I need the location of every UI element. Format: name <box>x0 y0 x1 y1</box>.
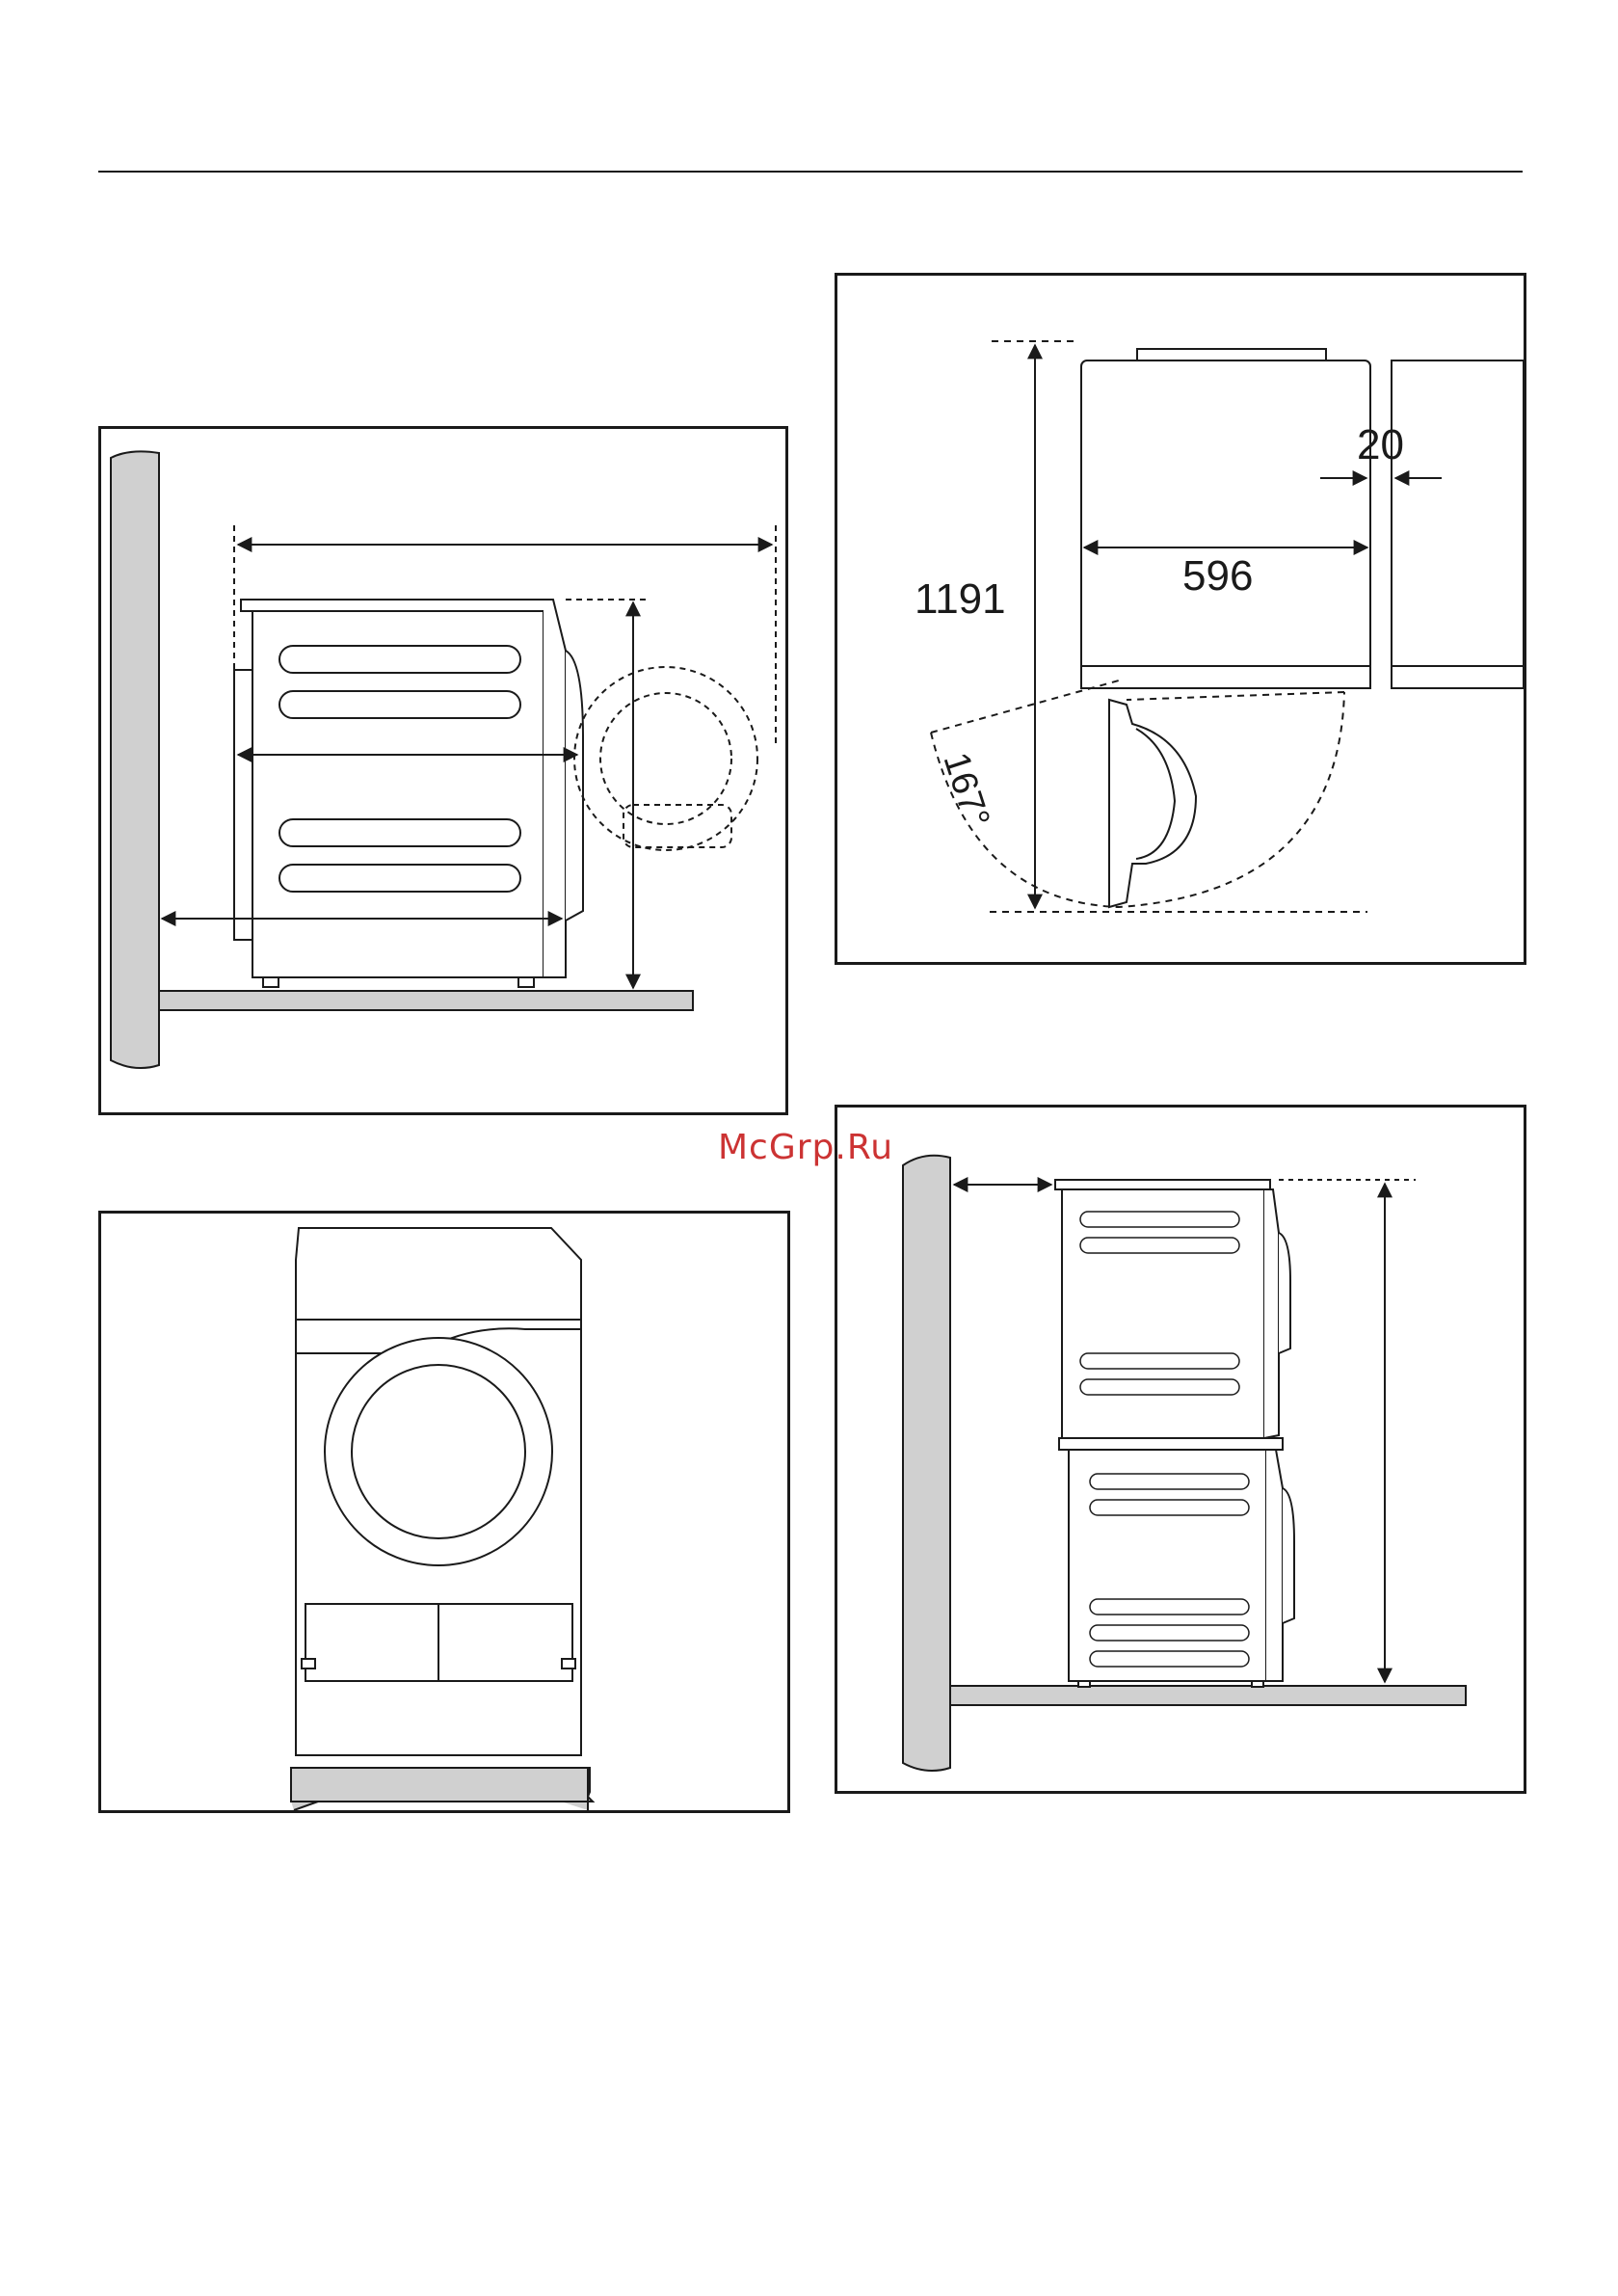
stacked-view-drawing <box>837 1108 1524 1791</box>
open-door <box>1109 700 1196 907</box>
door-handle-side <box>566 651 583 921</box>
side-view-diagram <box>98 426 788 1115</box>
top-view-diagram: 1191 596 20 167° <box>835 273 1526 965</box>
door-glass <box>352 1365 525 1538</box>
watermark: McGrp.Ru <box>718 1128 893 1167</box>
machine-front <box>544 600 566 977</box>
wall <box>111 451 159 1068</box>
floor <box>950 1686 1466 1705</box>
front-view-diagram <box>98 1211 790 1813</box>
width-label: 596 <box>1182 552 1253 600</box>
top-view-drawing: 1191 596 20 167° <box>837 276 1524 962</box>
stacked-view-diagram <box>835 1105 1526 1794</box>
floor <box>159 991 693 1010</box>
front-view-drawing <box>101 1214 787 1810</box>
machine-top <box>296 1228 581 1320</box>
angle-label: 167° <box>935 748 996 833</box>
wall <box>903 1156 950 1771</box>
back-panel <box>234 670 252 940</box>
gap-label: 20 <box>1357 421 1404 468</box>
machine-top-view <box>1081 360 1370 688</box>
machine-top-plate <box>241 600 547 611</box>
header-rule <box>98 171 1523 173</box>
depth-label: 1191 <box>915 575 1006 623</box>
side-view-drawing <box>101 429 785 1112</box>
adjacent-cabinet <box>1392 360 1524 688</box>
